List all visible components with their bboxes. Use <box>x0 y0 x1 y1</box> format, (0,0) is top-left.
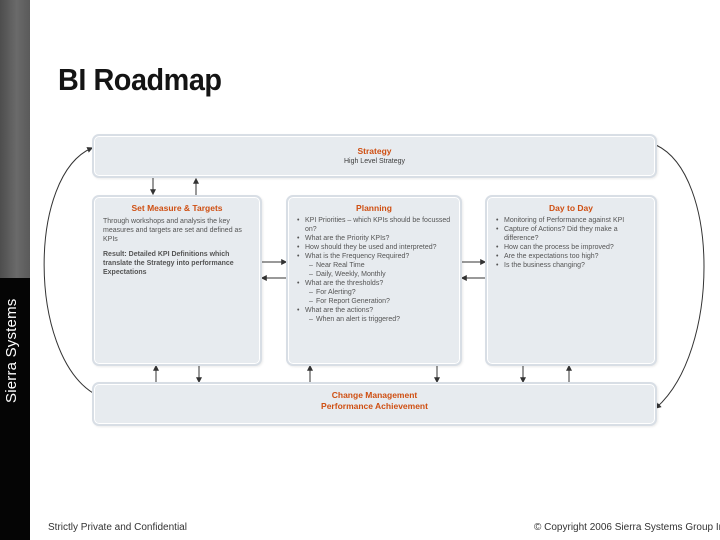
footer-copyright: © Copyright 2006 Sierra Systems Group In <box>534 522 720 533</box>
strategy-box: Strategy High Level Strategy <box>92 134 657 178</box>
planning-item: What are the Priority KPIs? <box>296 234 452 243</box>
planning-subitem: For Report Generation? <box>296 297 452 306</box>
footer-confidential: Strictly Private and Confidential <box>48 522 187 533</box>
set-measure-description: Through workshops and analysis the key m… <box>103 218 242 243</box>
planning-box: Planning KPI Priorities – which KPIs sho… <box>286 195 462 366</box>
set-measure-title: Set Measure & Targets <box>131 203 223 213</box>
planning-list: KPI Priorities – which KPIs should be fo… <box>296 216 452 324</box>
day-to-day-title: Day to Day <box>549 203 593 213</box>
day-to-day-item: How can the process be improved? <box>495 243 647 252</box>
change-management-box: Change Management Performance Achievemen… <box>92 382 657 426</box>
strategy-subtitle: High Level Strategy <box>343 158 406 165</box>
day-to-day-list: Monitoring of Performance against KPI Ca… <box>495 216 647 270</box>
slide-title: BI Roadmap <box>58 62 222 97</box>
sidebar-bottom-band <box>0 278 30 540</box>
planning-item: What are the actions? <box>296 306 452 315</box>
planning-item: What are the thresholds? <box>296 279 452 288</box>
strategy-title: Strategy <box>357 146 392 156</box>
performance-achievement-title: Performance Achievement <box>321 401 428 411</box>
planning-subitem: When an alert is triggered? <box>296 315 452 324</box>
planning-subitem: Near Real Time <box>296 261 452 270</box>
day-to-day-item: Monitoring of Performance against KPI <box>495 216 647 225</box>
day-to-day-item: Is the business changing? <box>495 261 647 270</box>
sidebar-top-band <box>0 0 30 278</box>
planning-subitem: Daily, Weekly, Monthly <box>296 270 452 279</box>
day-to-day-item: Capture of Actions? Did they make a diff… <box>495 225 647 243</box>
planning-item: What is the Frequency Required? <box>296 252 452 261</box>
left-loop-arrow <box>43 147 94 394</box>
day-to-day-box: Day to Day Monitoring of Performance aga… <box>485 195 657 366</box>
planning-title: Planning <box>356 203 392 213</box>
change-management-title: Change Management <box>331 390 418 400</box>
set-measure-result: Result: Detailed KPI Definitions which t… <box>103 251 234 276</box>
day-to-day-item: Are the expectations too high? <box>495 252 647 261</box>
right-loop-arrow <box>655 144 705 409</box>
brand-sidebar: Sierra Systems <box>0 0 30 540</box>
planning-item: KPI Priorities – which KPIs should be fo… <box>296 216 452 234</box>
planning-item: How should they be used and interpreted? <box>296 243 452 252</box>
planning-subitem: For Alerting? <box>296 288 452 297</box>
set-measure-box: Set Measure & Targets Through workshops … <box>92 195 262 366</box>
